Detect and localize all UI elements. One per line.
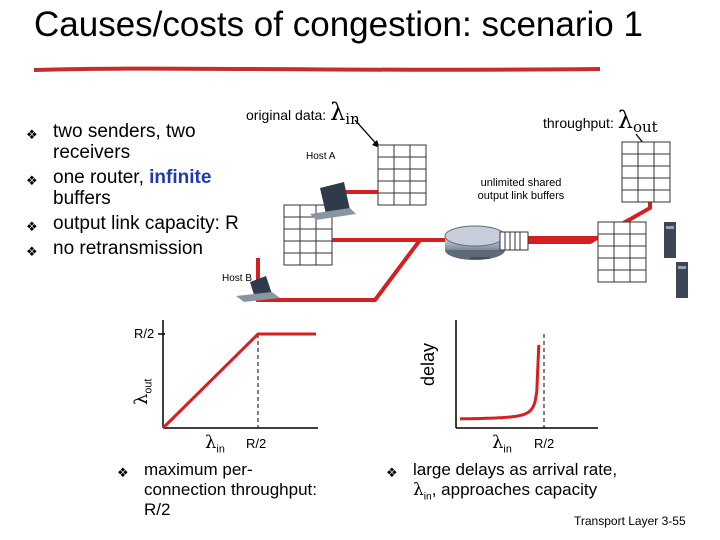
left-caption: ❖ maximum per- connection throughput: R/… <box>117 460 367 523</box>
bullet-icon: ❖ <box>386 463 398 483</box>
footer: Transport Layer 3-55 <box>574 514 686 528</box>
delay-series-curve <box>460 345 539 419</box>
page-number: 3-55 <box>662 514 686 528</box>
bullet-icon: ❖ <box>117 463 129 483</box>
right-caption: ❖ large delays as arrival rate, λin, app… <box>386 460 686 502</box>
